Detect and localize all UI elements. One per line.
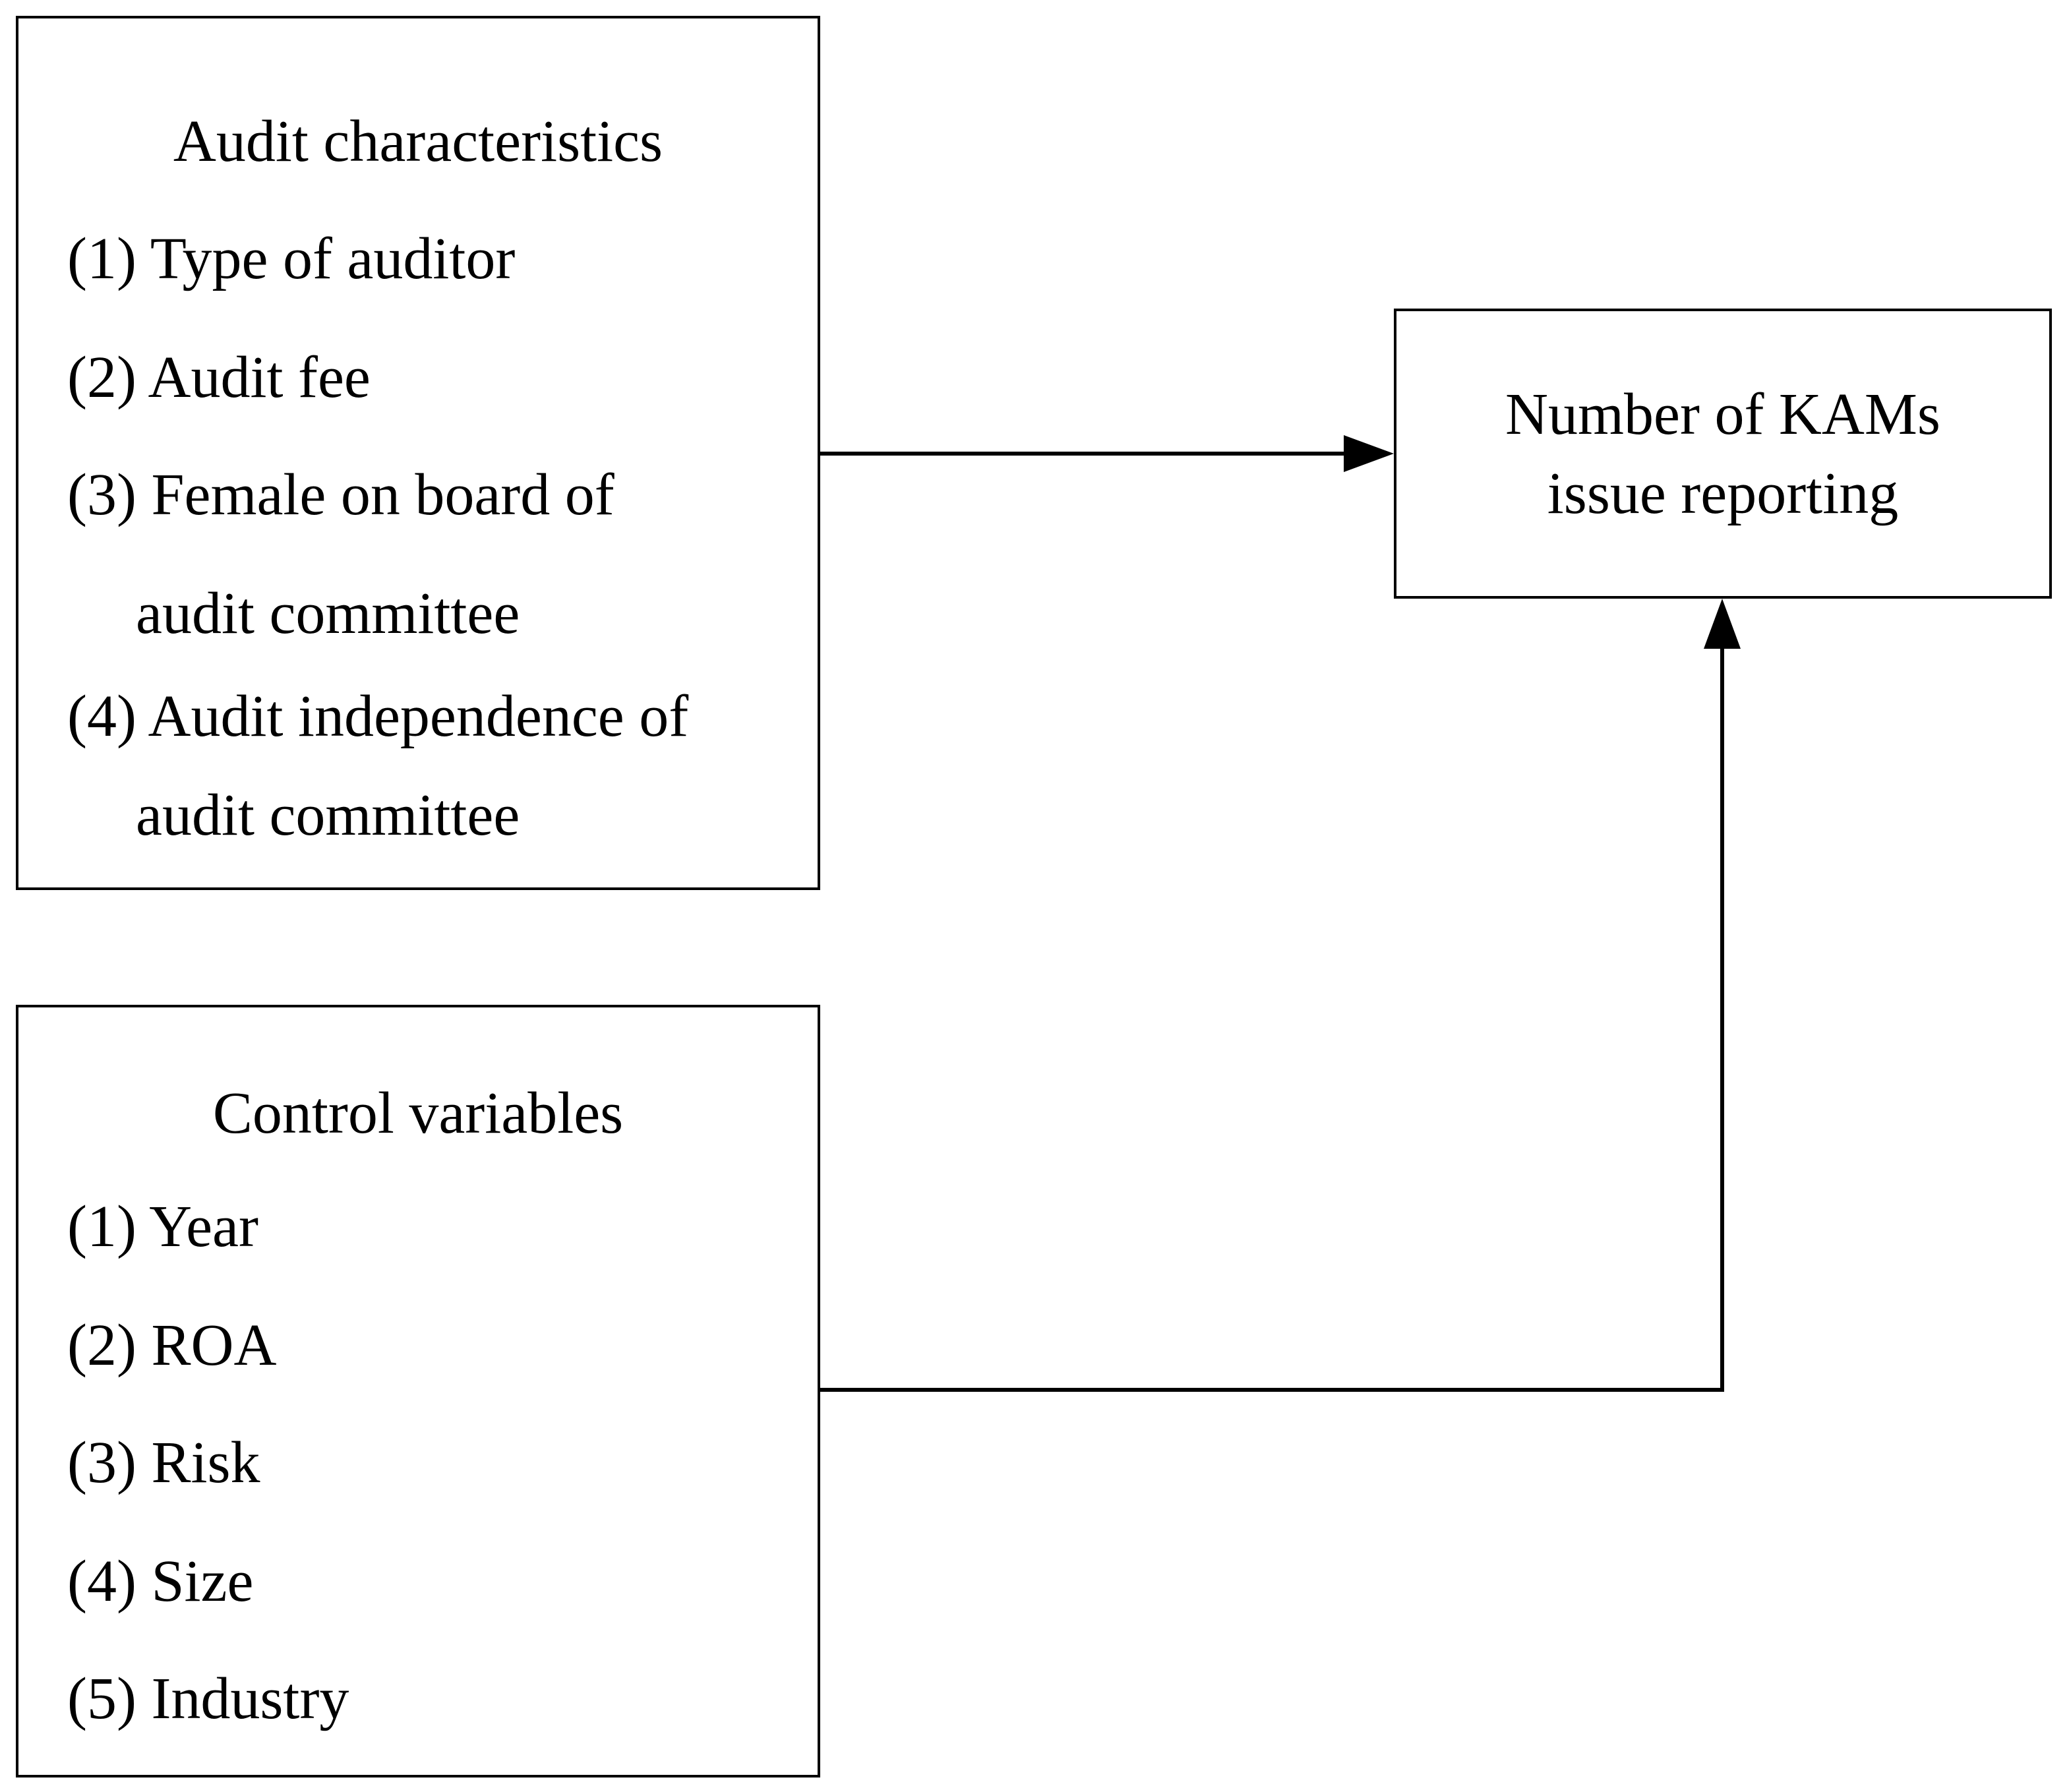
audit-characteristics-box: Audit characteristics (1) Type of audito… — [16, 16, 820, 890]
audit-box-title: Audit characteristics — [173, 109, 663, 174]
audit-item-2: (2) Audit fee — [67, 345, 371, 410]
control-box-title: Control variables — [212, 1081, 624, 1146]
control-item-2: (2) ROA — [67, 1313, 277, 1378]
control-variables-box: Control variables (1) Year (2) ROA (3) R… — [16, 1005, 820, 1777]
arrowhead-up — [1704, 599, 1741, 649]
control-item-5: (5) Industry — [67, 1666, 349, 1731]
outcome-line-1: Number of KAMs — [1505, 382, 1940, 447]
arrow-control-to-outcome — [820, 641, 1724, 1392]
outcome-line-2: issue reporting — [1547, 461, 1899, 526]
audit-item-3: (3) Female on board of — [67, 462, 615, 527]
control-item-1: (1) Year — [67, 1194, 258, 1259]
audit-item-3-continued: audit committee — [136, 581, 520, 646]
arrowhead-right — [1344, 435, 1394, 472]
control-item-4: (4) Size — [67, 1549, 254, 1614]
outcome-box: Number of KAMs issue reporting — [1394, 309, 2052, 599]
audit-item-4-continued: audit committee — [136, 783, 520, 848]
audit-item-1: (1) Type of auditor — [67, 226, 516, 291]
audit-item-4: (4) Audit independence of — [67, 684, 689, 749]
control-item-3: (3) Risk — [67, 1430, 260, 1495]
